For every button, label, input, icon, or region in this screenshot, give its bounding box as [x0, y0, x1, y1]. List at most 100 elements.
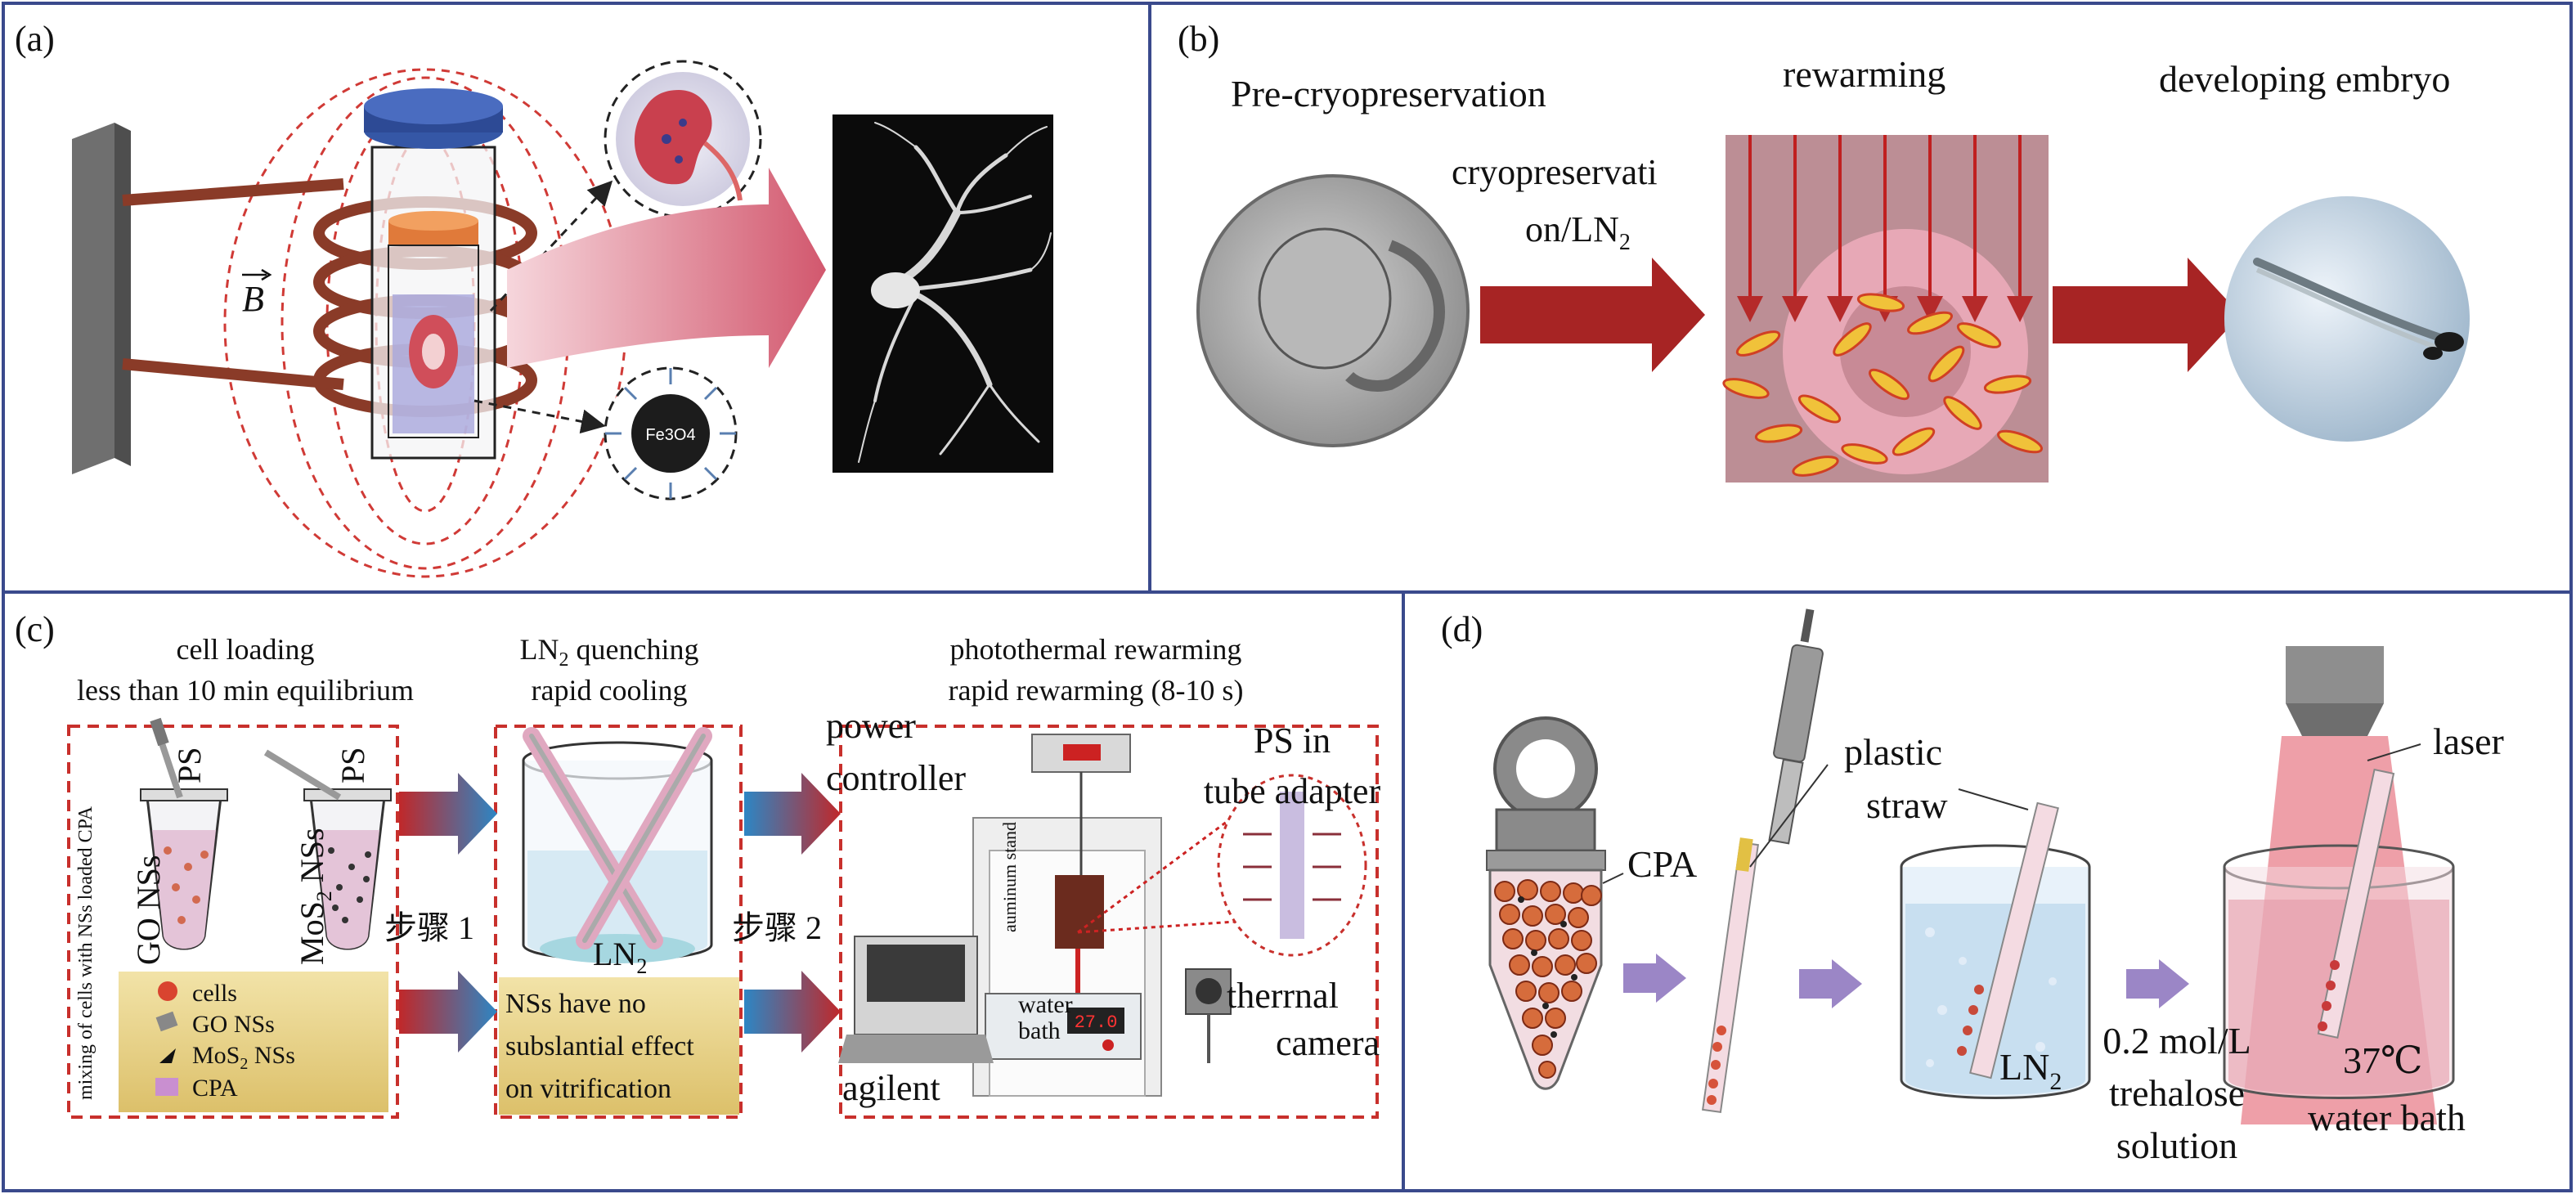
cpa-pointer [1602, 873, 1624, 884]
laser-setup [2223, 646, 2455, 1124]
cryo-arrow [1480, 258, 1705, 372]
legend-mos2-swatch [159, 1048, 176, 1063]
mos2-main: MoS [294, 901, 330, 965]
dewar-ln2-main: LN [1999, 1046, 2049, 1088]
dewar-ln2-sub: 2 [2049, 1068, 2062, 1095]
panel-d: (d) CPA [1441, 608, 2504, 1166]
step2-title-line1: LN2 quenching [520, 633, 699, 671]
purple-arrow-1 [1623, 954, 1686, 1003]
legend-cpa: CPA [192, 1075, 238, 1102]
legend-go-swatch [155, 1011, 178, 1032]
legend: cells GO NSs MoS2 NSs CPA [119, 972, 388, 1112]
thermal-line1: therrnal [1227, 976, 1339, 1016]
nanoparticle-label: Fe3O4 [645, 426, 695, 444]
go-tube-label: GO NSs [130, 855, 167, 965]
step3-title-line1: photothermal rewarming [950, 633, 1242, 666]
laser-pointer [2367, 743, 2421, 761]
panel-c-tag: (c) [15, 609, 55, 649]
wall-block [72, 123, 131, 474]
ln2-dewar [1900, 801, 2091, 1099]
step1-title-line2: less than 10 min equilibrium [77, 674, 414, 707]
panel-b-tag: (b) [1178, 19, 1219, 59]
legend-go: GO NSs [192, 1011, 275, 1038]
loading-box [67, 725, 399, 1119]
cryovial [1486, 716, 1606, 1090]
nanoparticle-inset: Fe3O4 [604, 366, 738, 500]
step2-ln2: LN [520, 633, 559, 666]
go-tube [140, 717, 228, 950]
panel-a: (a) [15, 19, 1053, 578]
nss-note-line3: on vitrification [505, 1074, 671, 1104]
ps-label-go: PS [171, 747, 208, 784]
ps-in-line1: PS in [1254, 720, 1331, 761]
agilent-label: agilent [842, 1068, 940, 1108]
panel-d-frame [1402, 590, 2573, 1192]
mos2-rest: NSs [294, 828, 330, 891]
panel-a-tag: (a) [15, 19, 55, 59]
water-bath-line1: water [1018, 991, 1073, 1018]
laser-label: laser [2433, 720, 2504, 762]
vascular-image [832, 114, 1053, 473]
legend-mos2-sub: 2 [240, 1055, 248, 1073]
nss-note: NSs have no subslantial effect on vitrif… [499, 977, 739, 1115]
dewar-ln2: LN2 [1999, 1046, 2062, 1095]
rewarming-image [1722, 135, 2049, 483]
cryo-label-line1: cryopreservati [1452, 152, 1658, 192]
nss-note-line2: subslantial effect [505, 1031, 694, 1062]
arrow-step2-top [744, 773, 841, 855]
field-symbol-label: B [242, 279, 264, 319]
bath-temperature: 37℃ [2343, 1039, 2422, 1081]
particle-pointer [473, 399, 606, 434]
mos2-tube [263, 749, 392, 950]
step2-quench: quenching [569, 633, 699, 666]
mos2-tube-label: MoS2 NSs [294, 828, 336, 965]
purple-arrow-2 [1799, 959, 1862, 1008]
step2-title-line2: rapid cooling [532, 674, 688, 707]
panel-d-tag: (d) [1441, 609, 1483, 649]
arrow-step1-bottom [399, 971, 497, 1053]
stage-rewarming-label: rewarming [1783, 53, 1945, 95]
cryo-label-sub: 2 [1619, 230, 1631, 255]
mos2-sub: 2 [312, 891, 336, 901]
cryo-label-main: on/LN [1525, 209, 1619, 249]
water-bath-display: 27.0 [1075, 1012, 1118, 1033]
legend-mos2-main: MoS [192, 1042, 240, 1069]
embryo-image [1196, 174, 1470, 447]
trehalose-line2: trehalose [2109, 1072, 2245, 1114]
water-bath-line2: bath [1018, 1017, 1061, 1044]
power-controller-line2: controller [826, 758, 966, 798]
straw-label-line1: plastic [1844, 731, 1942, 773]
legend-mos2-rest: NSs [248, 1042, 295, 1069]
panel-c: (c) cell loading less than 10 min equili… [15, 609, 1381, 1119]
ps-in-line2: tube adapter [1204, 771, 1381, 811]
thermal-line2: camera [1276, 1023, 1380, 1063]
develop-arrow [2053, 258, 2241, 372]
stage-developing-label: developing embryo [2159, 58, 2450, 100]
ln2-beaker [522, 727, 713, 963]
panel-b: (b) Pre-cryopreservation rewarming devel… [1178, 19, 2470, 483]
legend-cell-swatch [158, 981, 177, 1001]
step-2-label: 步骤 2 [732, 909, 822, 946]
pipette-straw [1702, 608, 1824, 1114]
agilent-instrument [838, 936, 994, 1063]
cpa-label: CPA [1627, 843, 1697, 885]
straw-label-line2: straw [1866, 784, 1948, 826]
kidney-inset [604, 60, 762, 218]
legend-cells: cells [192, 980, 237, 1007]
straw-pointer [1749, 764, 1829, 868]
arrow-step2-bottom [744, 971, 841, 1053]
legend-mos2: MoS2 NSs [192, 1042, 295, 1073]
legend-cpa-swatch [155, 1078, 178, 1096]
water-bath-label: water bath [2308, 1097, 2466, 1138]
cryo-label-line2: on/LN2 [1525, 209, 1631, 255]
nss-note-line1: NSs have no [505, 989, 646, 1019]
tube-adapter-inset [1217, 774, 1367, 957]
arrow-step1-top [399, 773, 497, 855]
beaker-ln2: LN2 [593, 936, 647, 978]
stand-label: auminum stand [999, 822, 1020, 932]
power-controller-line1: power [826, 706, 916, 746]
ps-label-mos2: PS [334, 747, 371, 784]
trehalose-line1: 0.2 mol/L [2103, 1020, 2251, 1062]
big-pink-arrow [507, 168, 826, 368]
